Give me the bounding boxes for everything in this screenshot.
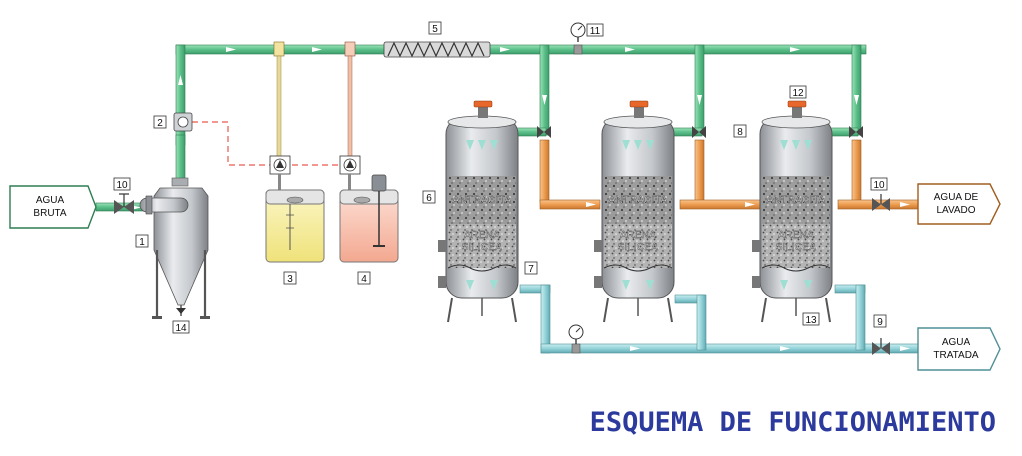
wash-water-label-line1: AGUA DE xyxy=(934,192,979,203)
dosing-tank-4 xyxy=(339,174,399,263)
wash-water-piping xyxy=(539,139,919,210)
wash-outlet-valve xyxy=(872,194,890,211)
raw-water-inlet: AGUA BRUTA xyxy=(9,185,97,229)
raw-water-label-line1: AGUA xyxy=(36,195,65,206)
sand-filter-2: ANTRACITA ARENA SILICEA xyxy=(594,100,675,323)
tag-4: 4 xyxy=(357,271,371,285)
svg-text:9: 9 xyxy=(877,317,883,328)
pressure-gauge-outlet xyxy=(568,324,584,354)
svg-text:14: 14 xyxy=(175,323,187,334)
svg-text:1: 1 xyxy=(139,237,145,248)
filter-inlet-valves xyxy=(537,126,863,138)
silica-sand-label-line2: SILICEA xyxy=(618,242,658,253)
silica-sand-label-line2: SILICEA xyxy=(462,242,502,253)
svg-text:3: 3 xyxy=(287,274,293,285)
silica-sand-label-line1: ARENA xyxy=(464,230,500,241)
svg-text:6: 6 xyxy=(426,193,432,204)
tag-8: 8 xyxy=(733,124,747,138)
svg-text:5: 5 xyxy=(432,24,438,35)
svg-text:10: 10 xyxy=(873,180,885,191)
silica-sand-label-line1: ARENA xyxy=(778,230,814,241)
treated-water-piping xyxy=(519,284,920,354)
dosing-pump-1 xyxy=(269,155,291,175)
treated-water-outlet: AGUA TRATADA xyxy=(917,327,1001,371)
static-mixer xyxy=(383,41,491,58)
diagram-title: ESQUEMA DE FUNCIONAMIENTO xyxy=(590,407,996,438)
tag-11: 11 xyxy=(586,23,604,37)
flow-arrows xyxy=(131,47,910,351)
svg-text:7: 7 xyxy=(528,264,534,275)
inlet-valve xyxy=(114,193,134,214)
tag-7: 7 xyxy=(524,261,538,275)
tag-2: 2 xyxy=(153,115,167,129)
tag-13: 13 xyxy=(802,312,820,326)
svg-text:8: 8 xyxy=(737,127,743,138)
tag-14: 14 xyxy=(172,320,190,334)
anthracite-label: ANTRACITA xyxy=(767,195,826,206)
svg-text:4: 4 xyxy=(361,274,367,285)
raw-water-label-line2: BRUTA xyxy=(33,208,66,219)
tag-10-wash: 10 xyxy=(870,177,888,191)
treated-water-label-line1: AGUA xyxy=(942,337,971,348)
dosing-tank-3 xyxy=(265,189,325,263)
pressure-gauge-inlet xyxy=(570,22,586,55)
dosing-pump-2 xyxy=(339,155,361,175)
tag-6: 6 xyxy=(422,190,436,204)
dosing-control-line xyxy=(192,121,340,166)
tag-12: 12 xyxy=(789,85,807,99)
svg-text:13: 13 xyxy=(805,315,817,326)
svg-text:11: 11 xyxy=(590,26,601,37)
treated-outlet-valve xyxy=(872,338,890,355)
wash-water-label-line2: LAVADO xyxy=(936,205,975,216)
sand-filter-3: ANTRACITA ARENA SILICEA xyxy=(752,100,833,323)
anthracite-label: ANTRACITA xyxy=(453,195,512,206)
dosing-injection-points xyxy=(273,41,356,161)
treated-water-label-line2: TRATADA xyxy=(933,350,979,361)
svg-text:2: 2 xyxy=(157,118,163,129)
anthracite-label: ANTRACITA xyxy=(609,195,668,206)
silica-sand-label-line2: SILICEA xyxy=(776,242,816,253)
silica-sand-label-line1: ARENA xyxy=(620,230,656,241)
flow-meter xyxy=(173,112,193,132)
tag-10-inlet: 10 xyxy=(113,177,131,191)
number-tags: 1 2 3 4 5 6 7 8 9 10 10 11 12 13 14 xyxy=(113,21,888,334)
wash-water-outlet: AGUA DE LAVADO xyxy=(917,183,1001,225)
tag-1: 1 xyxy=(135,234,149,248)
tag-5: 5 xyxy=(428,21,442,35)
tag-9: 9 xyxy=(873,314,887,328)
cyclone-separator xyxy=(139,177,210,319)
sand-filter-1: ANTRACITA ARENA SILICEA xyxy=(438,100,519,323)
tag-3: 3 xyxy=(283,271,297,285)
svg-text:10: 10 xyxy=(116,180,128,191)
svg-text:12: 12 xyxy=(792,88,804,99)
